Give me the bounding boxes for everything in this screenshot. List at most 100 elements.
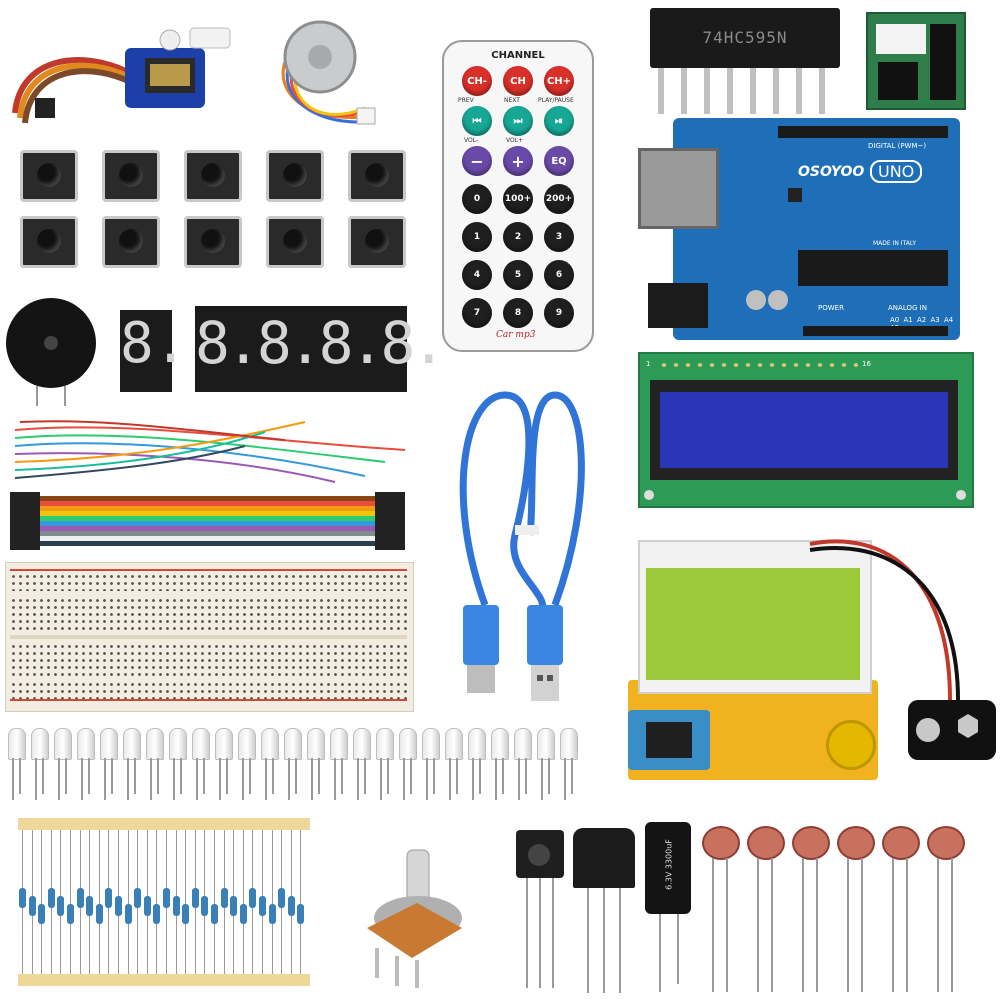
remote-label-vol-plus: VOL+ [506,137,524,144]
remote-button-7: 7 [462,298,492,328]
remote-button-0: 0 [462,184,492,214]
remote-button-3: 3 [544,222,574,252]
led-leg [426,758,428,800]
led-leg [334,758,336,800]
remote-button-200: 200+ [544,184,574,214]
breadboard [5,562,414,712]
arduino-uno-board: DIGITAL (PWM~) OSOYOO UNO MADE IN ITALY … [638,118,960,340]
led-leg [173,758,175,800]
photoresistor-leg [906,858,908,992]
resistor-lead [70,830,71,974]
led [261,728,279,760]
led [353,728,371,760]
led-leg [571,758,573,794]
photoresistor-leg [816,858,818,992]
remote-label-prev: PREV [458,97,474,104]
photoresistor [747,826,785,860]
led-leg [456,758,458,794]
photoresistor [702,826,740,860]
dupont-ribbon-cable [10,492,405,550]
photoresistor [927,826,965,860]
ir-remote: CHANNEL CH- CH CH+ PREV NEXT PLAY/PAUSE … [442,40,594,352]
pin-a1: A1 [903,316,913,324]
led-leg [180,758,182,794]
led-leg [387,758,389,794]
remote-button-play-pause: ⏯ [544,106,574,136]
led-leg [364,758,366,794]
uno-digital-label: DIGITAL (PWM~) [868,142,927,150]
led-leg [502,758,504,794]
led-leg [357,758,359,800]
resistor [172,896,180,916]
seven-segment-quad: 8.8.8.8. [195,306,446,392]
jumper-wires-male [5,410,420,490]
led-leg [495,758,497,800]
led-leg [548,758,550,794]
remote-button-eq: EQ [544,146,574,176]
photoresistor-leg [802,858,804,992]
led [192,728,210,760]
battery-clip [800,530,998,770]
led [537,728,555,760]
remote-button-vol-minus: − [462,146,492,176]
led [123,728,141,760]
led [399,728,417,760]
resistor [278,888,286,908]
led-leg [12,758,14,800]
photoresistor-leg [847,858,849,992]
remote-button-ch-plus: CH+ [544,66,574,96]
lcd-screen [660,392,948,468]
led-leg [564,758,566,800]
photoresistor-leg [937,858,939,992]
led-leg [249,758,251,794]
resistor [28,896,36,916]
led-row: (function(){ const wrap = document.curre… [8,728,580,803]
led-leg [134,758,136,794]
led [31,728,49,760]
led [8,728,26,760]
resistor [76,888,84,908]
resistor [268,904,276,924]
resistor [201,896,209,916]
led-leg [433,758,435,794]
remote-button-6: 6 [544,260,574,290]
led-leg [449,758,451,800]
resistor [38,904,46,924]
led [100,728,118,760]
photoresistor [882,826,920,860]
resistor [220,888,228,908]
remote-button-1: 1 [462,222,492,252]
pin-a4: A4 [943,316,954,324]
led-leg [242,758,244,800]
photoresistor [837,826,875,860]
led-leg [380,758,382,800]
resistor [134,888,142,908]
usb-cable [445,375,605,705]
led [560,728,578,760]
remote-channel-label: CHANNEL [491,50,545,61]
tactile-buttons [20,150,415,280]
resistor-lead [185,830,187,974]
led [54,728,72,760]
led-leg [65,758,67,794]
resistor [153,904,161,924]
buzzer [6,298,96,408]
resistor-lead [156,830,158,974]
tester-test-button [826,720,876,770]
lcd-1602-module: 1 16 [638,352,974,508]
led-leg [311,758,313,800]
atmega-chip [798,250,948,286]
resistor [86,896,94,916]
resistor-lead [127,830,129,974]
led [215,728,233,760]
photoresistors: (function(){ const wrap = document.curre… [702,826,982,994]
led-leg [42,758,44,794]
led-leg [295,758,297,794]
resistor-lead [98,830,100,974]
transistor [573,828,635,993]
remote-button-vol-plus: + [503,146,533,176]
led-leg [265,758,267,800]
lcd-pin-end: 16 [862,360,871,368]
remote-button-4: 4 [462,260,492,290]
led-leg [111,758,113,794]
